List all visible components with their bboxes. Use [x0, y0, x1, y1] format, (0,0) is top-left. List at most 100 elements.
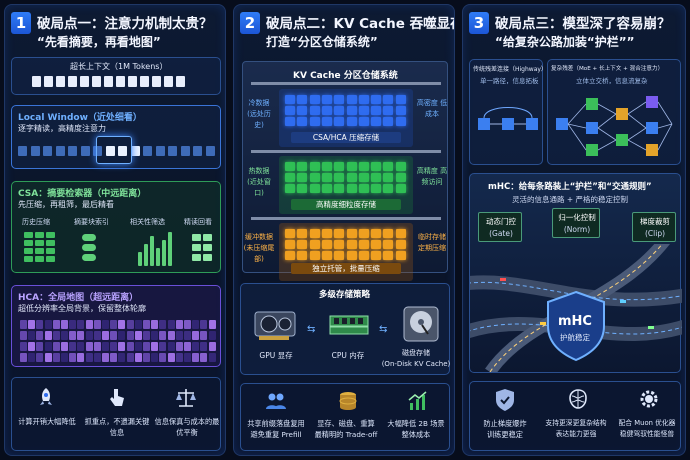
hca-cell	[110, 320, 118, 329]
hca-cell	[102, 320, 109, 329]
kv-block	[395, 106, 406, 115]
kv-block	[285, 240, 295, 249]
kv-block	[371, 173, 382, 182]
hca-cell	[85, 342, 93, 351]
reread-block	[192, 254, 201, 261]
hca-cell	[36, 342, 44, 351]
hca-cell	[20, 342, 27, 351]
kv-block	[309, 162, 320, 171]
kv-block	[321, 240, 332, 249]
gear-check-icon	[638, 388, 660, 414]
kv-block	[309, 240, 320, 249]
sign-norm-sub: (Norm)	[563, 225, 591, 234]
hca-cell	[175, 353, 183, 362]
compressed-block	[46, 240, 55, 246]
hca-cell	[85, 331, 93, 340]
kv-block	[334, 173, 345, 182]
hca-cell	[44, 331, 52, 340]
index-block	[82, 254, 96, 261]
hca-cell	[143, 331, 150, 340]
complex-title: 复杂残差（MoE + 长上下文 + 混合注意力）	[551, 66, 664, 72]
kv-block	[321, 162, 332, 171]
reread-block	[192, 244, 201, 251]
document-icon	[44, 76, 53, 87]
hca-cell	[126, 320, 134, 329]
step-index: 摘要块索引	[74, 218, 109, 226]
arrow-icon: ⇆	[379, 324, 388, 335]
kv-block	[358, 173, 369, 182]
panel-attention: 1 破局点一：注意力机制太贵？ “先看摘要，再看地图” 超长上下文（1M Tok…	[4, 4, 226, 456]
hca-cell	[143, 353, 150, 362]
kv-block	[395, 95, 406, 104]
token-block	[193, 146, 202, 156]
hca-cell	[159, 353, 167, 362]
panel-header: 2 破局点二：KV Cache 吞噬显存？ 打造“分区仓储系统”	[240, 10, 454, 54]
hot-center-label: 高精度细粒度存储	[291, 199, 401, 210]
kv-block	[297, 117, 308, 126]
hca-cell	[44, 353, 52, 362]
local-desc: 逐字精读，高精度注意力	[18, 124, 106, 133]
panel-subtitle: “先看摘要，再看地图”	[37, 35, 161, 49]
sign-clip: 梯度裁剪 (Clip)	[632, 212, 676, 242]
compressed-block	[24, 248, 33, 254]
kv-block	[297, 162, 308, 171]
kv-block	[371, 240, 382, 249]
hca-cell	[184, 331, 191, 340]
kv-block	[285, 95, 295, 104]
kv-block	[334, 184, 345, 193]
panel-number: 2	[240, 12, 260, 34]
kv-block	[358, 251, 369, 260]
hca-cell	[184, 353, 191, 362]
kv-block	[285, 117, 295, 126]
hot-left-label: 热数据 (近处窗口)	[247, 167, 271, 197]
hca-cell	[44, 320, 52, 329]
kv-block	[371, 117, 382, 126]
hca-cell	[167, 331, 175, 340]
footer-text-2: 显存、磁盘、重算 最精明的 Trade-off	[314, 419, 378, 439]
kv-block	[334, 106, 345, 115]
hca-cell	[159, 331, 167, 340]
footer-text-2: 抓重点，不遗漏关键信息	[84, 417, 150, 437]
kv-block	[346, 184, 357, 193]
panel-footer: 计算开销大幅降低 抓重点，不遗漏关键信息 信息保真与成本的最优平衡	[11, 377, 221, 451]
kv-block	[346, 251, 357, 260]
hard-disk-icon	[401, 304, 441, 348]
kv-block	[358, 240, 369, 249]
kv-block	[297, 184, 308, 193]
token-block	[43, 146, 52, 156]
hca-cell	[77, 331, 85, 340]
shelf-top	[251, 82, 441, 85]
kv-block	[321, 229, 332, 238]
local-title: Local Window（近处细看）	[18, 113, 142, 123]
database-icon	[337, 390, 359, 416]
kv-block	[309, 106, 320, 115]
sign-norm-title: 归一化控制	[558, 213, 596, 222]
document-icon	[56, 76, 65, 87]
kv-block	[371, 162, 382, 171]
kv-block	[346, 240, 357, 249]
token-block	[68, 146, 77, 156]
hot-right-label: 高精度 高频访问	[416, 167, 448, 186]
kv-block	[309, 117, 320, 126]
hca-cell	[184, 320, 191, 329]
kv-block	[285, 251, 295, 260]
filter-bar	[162, 240, 166, 266]
kv-block	[285, 184, 295, 193]
token-block	[18, 146, 27, 156]
document-icon	[140, 76, 149, 87]
kv-block	[383, 184, 394, 193]
kv-block	[371, 95, 382, 104]
footer-text-2: 支持更深更复杂结构 表达能力更强	[545, 419, 607, 438]
document-icon	[116, 76, 125, 87]
hca-cell	[126, 353, 134, 362]
kv-block	[383, 251, 394, 260]
hca-cell	[134, 331, 142, 340]
compressed-block	[24, 232, 33, 238]
hot-shelf: 高精度细粒度存储	[279, 156, 413, 214]
kv-block	[358, 184, 369, 193]
hca-cell	[208, 342, 216, 351]
kv-block	[358, 117, 369, 126]
document-icon	[80, 76, 89, 87]
document-icon	[152, 76, 161, 87]
hca-cell	[167, 353, 175, 362]
